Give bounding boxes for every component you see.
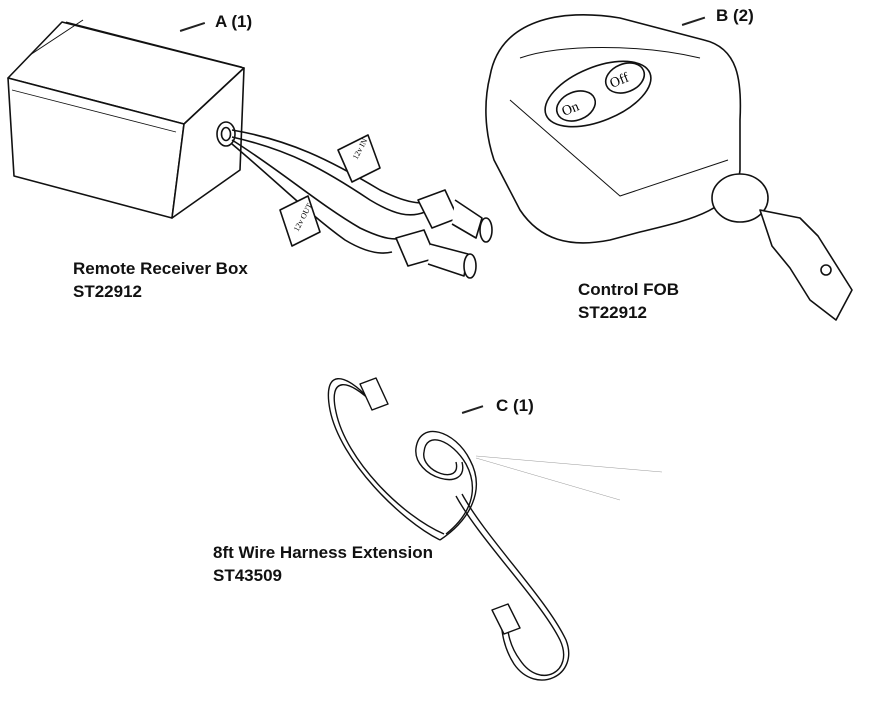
remote-receiver-box-name: Remote Receiver Box bbox=[73, 259, 248, 278]
wire-harness-name: 8ft Wire Harness Extension bbox=[213, 543, 433, 562]
control-fob-part-number: ST22912 bbox=[578, 303, 647, 322]
off-button-label: Off bbox=[608, 70, 632, 91]
remote-receiver-box-part-number: ST22912 bbox=[73, 282, 142, 301]
on-button-label: On bbox=[560, 99, 581, 119]
callout-c: C (1) bbox=[496, 396, 534, 415]
wire-harness-part-number: ST43509 bbox=[213, 566, 282, 585]
remote-receiver-box-drawing bbox=[7, 19, 493, 279]
callout-b: B (2) bbox=[716, 6, 754, 25]
control-fob-drawing bbox=[485, 14, 853, 321]
control-fob-name: Control FOB bbox=[578, 280, 680, 299]
wire-harness-drawing bbox=[327, 377, 663, 681]
callout-a: A (1) bbox=[215, 12, 253, 31]
